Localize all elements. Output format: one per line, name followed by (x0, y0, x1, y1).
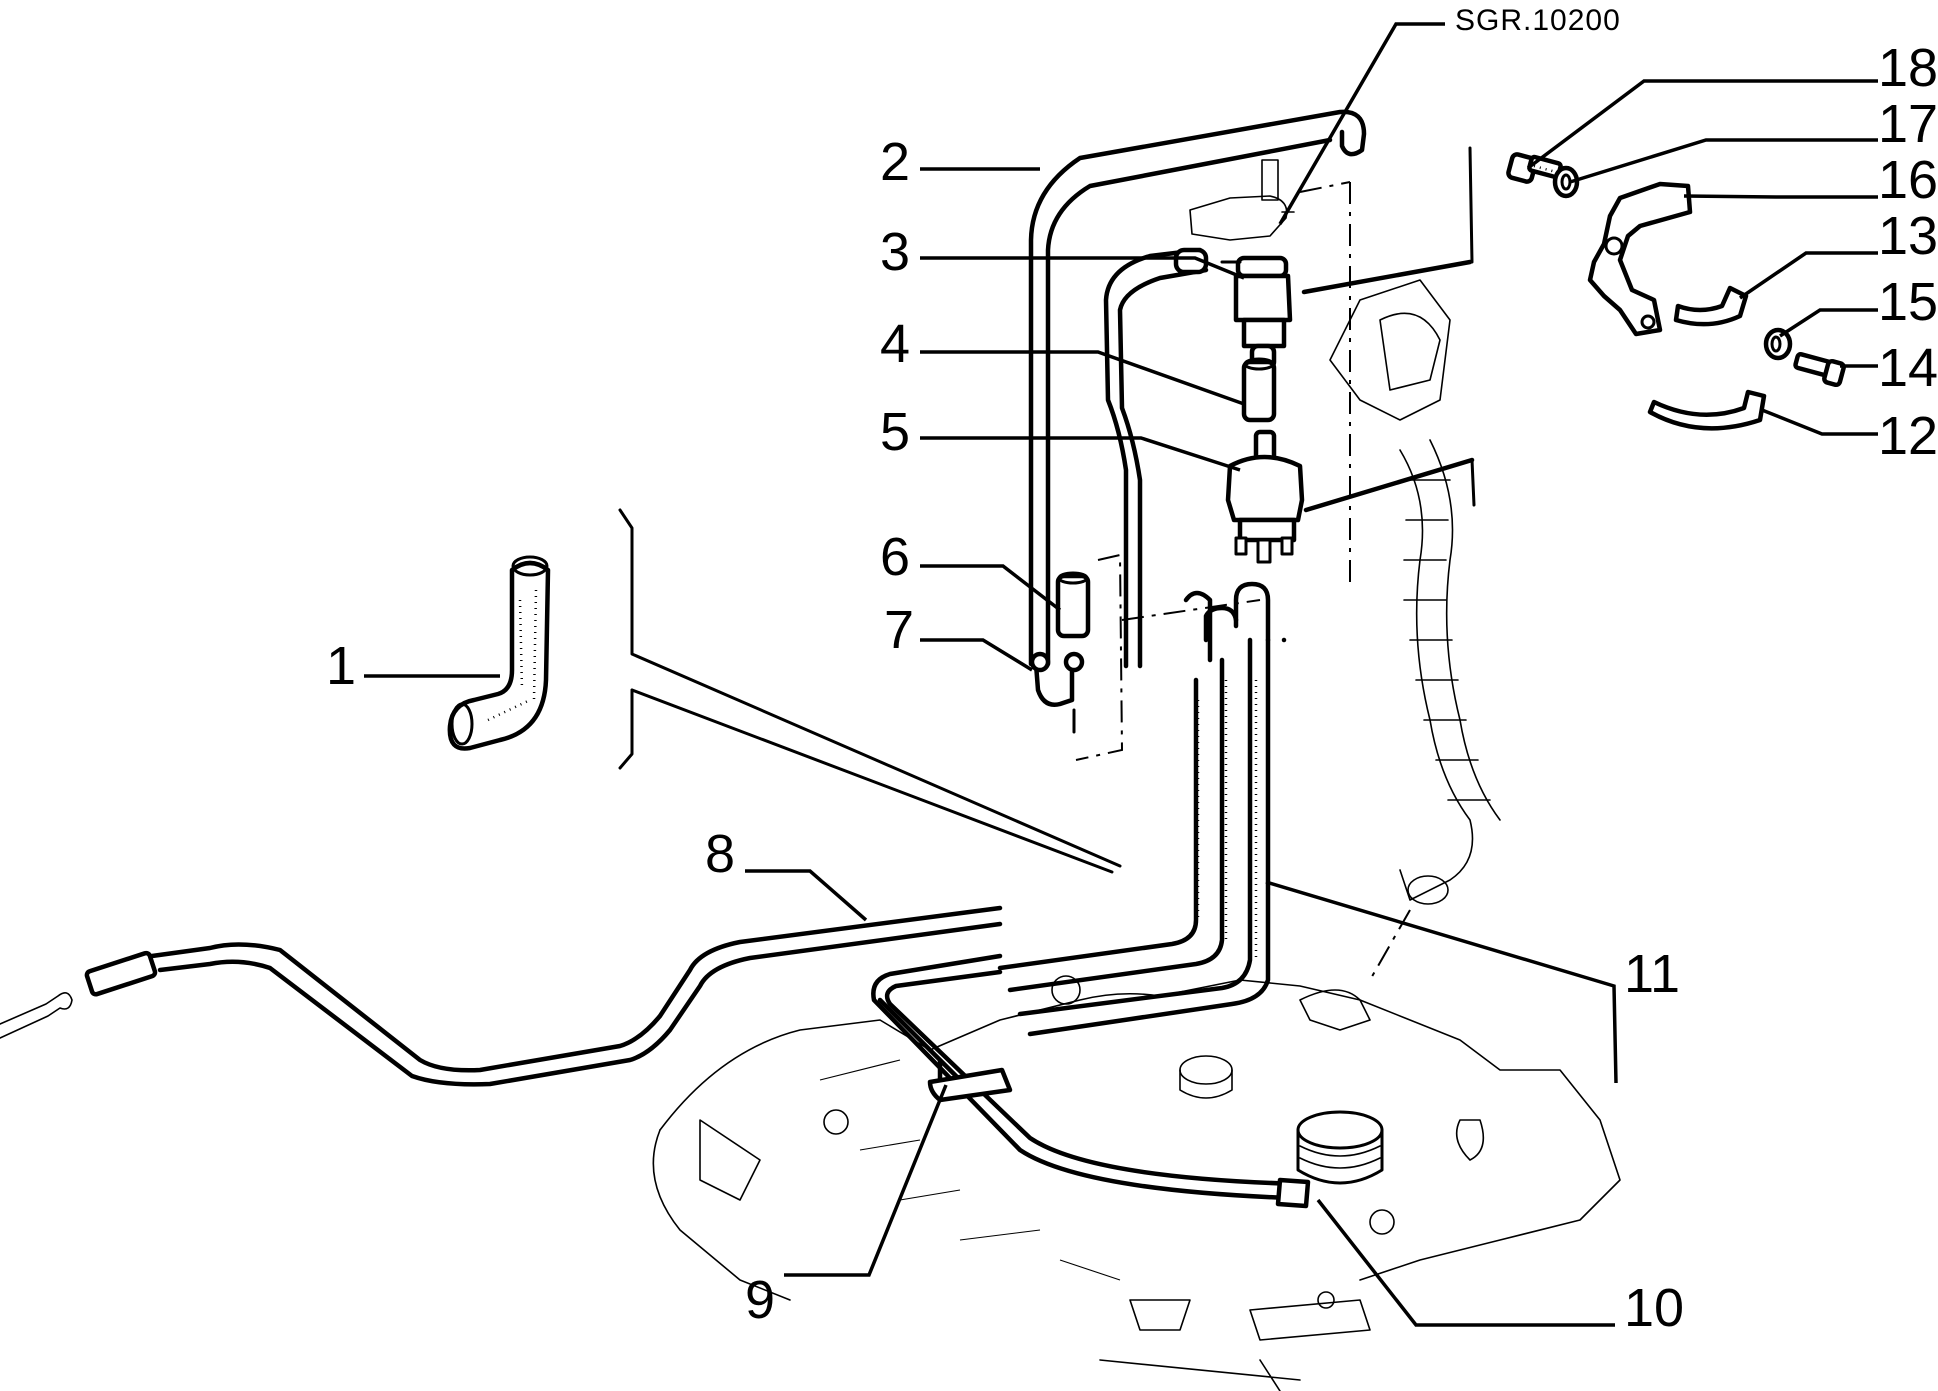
part-side-pipe (1103, 247, 1209, 669)
part-hose-sleeve (1241, 357, 1277, 423)
callout-2: 2 (880, 132, 910, 192)
part-tee-valve (1189, 159, 1351, 590)
reference-code-text: SGR.10200 (1455, 4, 1621, 37)
callout-3: 3 (880, 222, 910, 282)
part-pressure-regulator (1225, 429, 1475, 564)
callout-13: 13 (1878, 206, 1938, 266)
callout-14: 14 (1878, 338, 1938, 398)
bracket-lines (618, 508, 1122, 874)
part-clamp-13 (1673, 285, 1749, 327)
callout-10: 10 (1624, 1278, 1684, 1338)
callout-15: 15 (1878, 272, 1938, 332)
part-return-pipe (871, 953, 1311, 1209)
callout-4: 4 (880, 314, 910, 374)
part-washer-17 (1552, 165, 1580, 199)
part-elbow-hose (447, 555, 551, 751)
part-fuel-tank (652, 975, 1621, 1391)
callout-leaders (364, 79, 1878, 1327)
part-bracket-16 (1587, 181, 1693, 337)
callout-18: 18 (1878, 38, 1938, 98)
callout-labels: 1 2 3 4 5 6 7 8 9 10 11 12 13 14 15 16 1… (326, 38, 1938, 1338)
part-fuel-pipe (0, 905, 1003, 1087)
reference-code: SGR.10200 (1278, 4, 1621, 225)
callout-12: 12 (1878, 406, 1938, 466)
callout-8: 8 (705, 824, 735, 884)
callout-5: 5 (880, 402, 910, 462)
part-washer-15 (1763, 327, 1793, 361)
part-short-sleeve (1055, 571, 1091, 639)
callout-1: 1 (326, 636, 356, 696)
callout-16: 16 (1878, 150, 1938, 210)
part-clamp-12 (1647, 389, 1767, 431)
callout-17: 17 (1878, 94, 1938, 154)
part-bolt-14 (1793, 352, 1846, 388)
callout-11: 11 (1624, 944, 1680, 1004)
part-filler-neck (1329, 146, 1501, 981)
part-pipe-bundle (997, 581, 1287, 1037)
part-check-valve (1220, 255, 1473, 371)
callout-7: 7 (884, 600, 914, 660)
callout-6: 6 (880, 527, 910, 587)
callout-9: 9 (745, 1270, 775, 1330)
